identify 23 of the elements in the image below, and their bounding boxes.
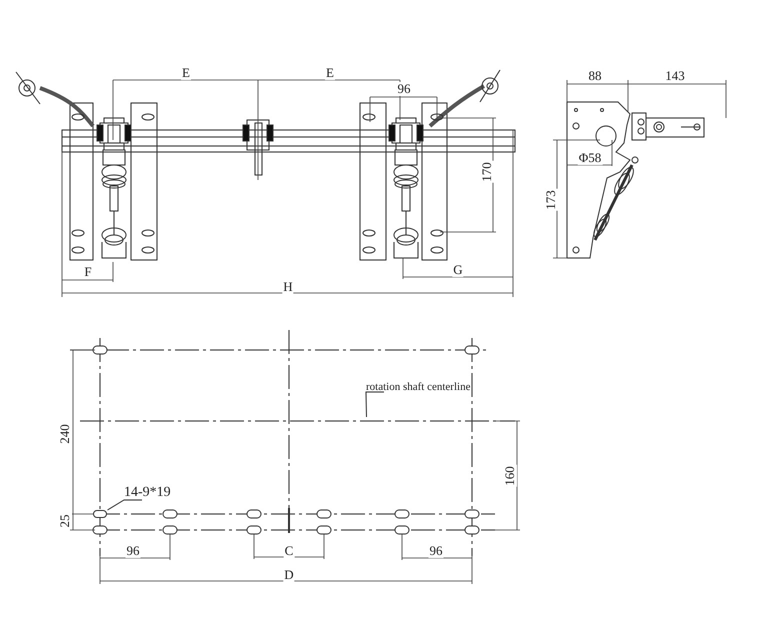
- callout-text: 14-9*19: [124, 485, 171, 501]
- dimension-label: 96: [126, 544, 140, 558]
- dimension-label: 96: [428, 544, 444, 558]
- dimension-label: 160: [503, 465, 517, 487]
- callout-text: rotation shaft centerline: [366, 381, 470, 393]
- dimension-label: G: [452, 263, 464, 277]
- dimension-label: E: [325, 66, 335, 80]
- dimension-label: H: [282, 280, 294, 294]
- dimension-label: D: [283, 568, 295, 582]
- dimension-label: C: [284, 544, 294, 558]
- leader-line: [365, 392, 384, 418]
- dimension-label: E: [181, 66, 191, 80]
- dimension-label: 88: [588, 69, 602, 83]
- dimension-label: 240: [58, 423, 72, 445]
- leader-line: [107, 500, 142, 510]
- dimension-label: 143: [664, 69, 686, 83]
- dimension-label: 25: [58, 514, 72, 528]
- dimension-label: 96: [396, 82, 412, 96]
- dimension-label: 170: [480, 161, 494, 183]
- dimension-label: 173: [544, 189, 558, 211]
- slot-hole: [93, 510, 107, 518]
- dimension-label: Φ58: [578, 151, 602, 165]
- dimension-label: F: [83, 265, 93, 279]
